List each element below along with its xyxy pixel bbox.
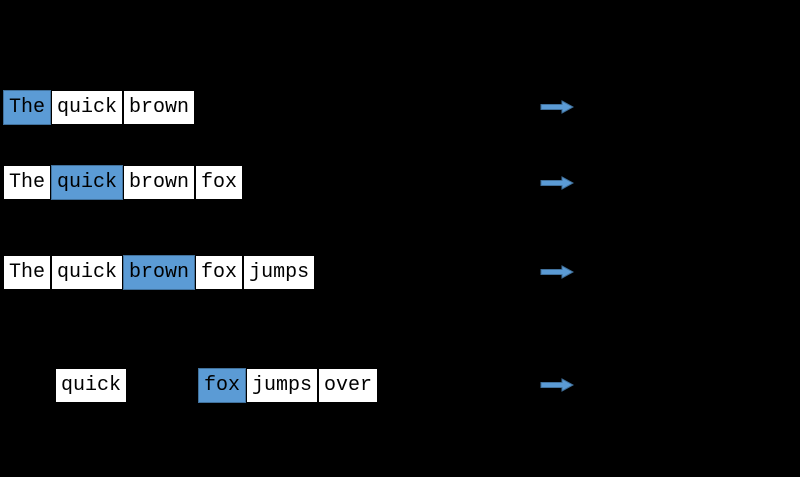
- context-word-box-quick: quick: [51, 255, 124, 290]
- context-word-box-jumps: jumps: [243, 255, 316, 290]
- context-word-box-the: The: [3, 255, 52, 290]
- context-word-box-the: The: [3, 165, 52, 200]
- context-word-box-quick: quick: [51, 90, 124, 125]
- center-word-box-brown: brown: [123, 255, 196, 290]
- right-arrow-icon: [540, 378, 575, 392]
- right-arrow-icon: [540, 265, 575, 279]
- right-arrow-icon: [540, 176, 575, 190]
- right-arrow-icon: [540, 100, 575, 114]
- context-word-box-brown: brown: [123, 90, 196, 125]
- context-word-box-over: over: [318, 368, 379, 403]
- context-word-box-fox: fox: [195, 255, 244, 290]
- context-word-box-fox: fox: [195, 165, 244, 200]
- context-word-box-brown: brown: [123, 165, 196, 200]
- center-word-box-quick: quick: [51, 165, 124, 200]
- center-word-box-the: The: [3, 90, 52, 125]
- context-word-box-quick: quick: [55, 368, 128, 403]
- center-word-box-fox: fox: [198, 368, 247, 403]
- context-word-box-jumps: jumps: [246, 368, 319, 403]
- word-group: quick: [55, 368, 128, 403]
